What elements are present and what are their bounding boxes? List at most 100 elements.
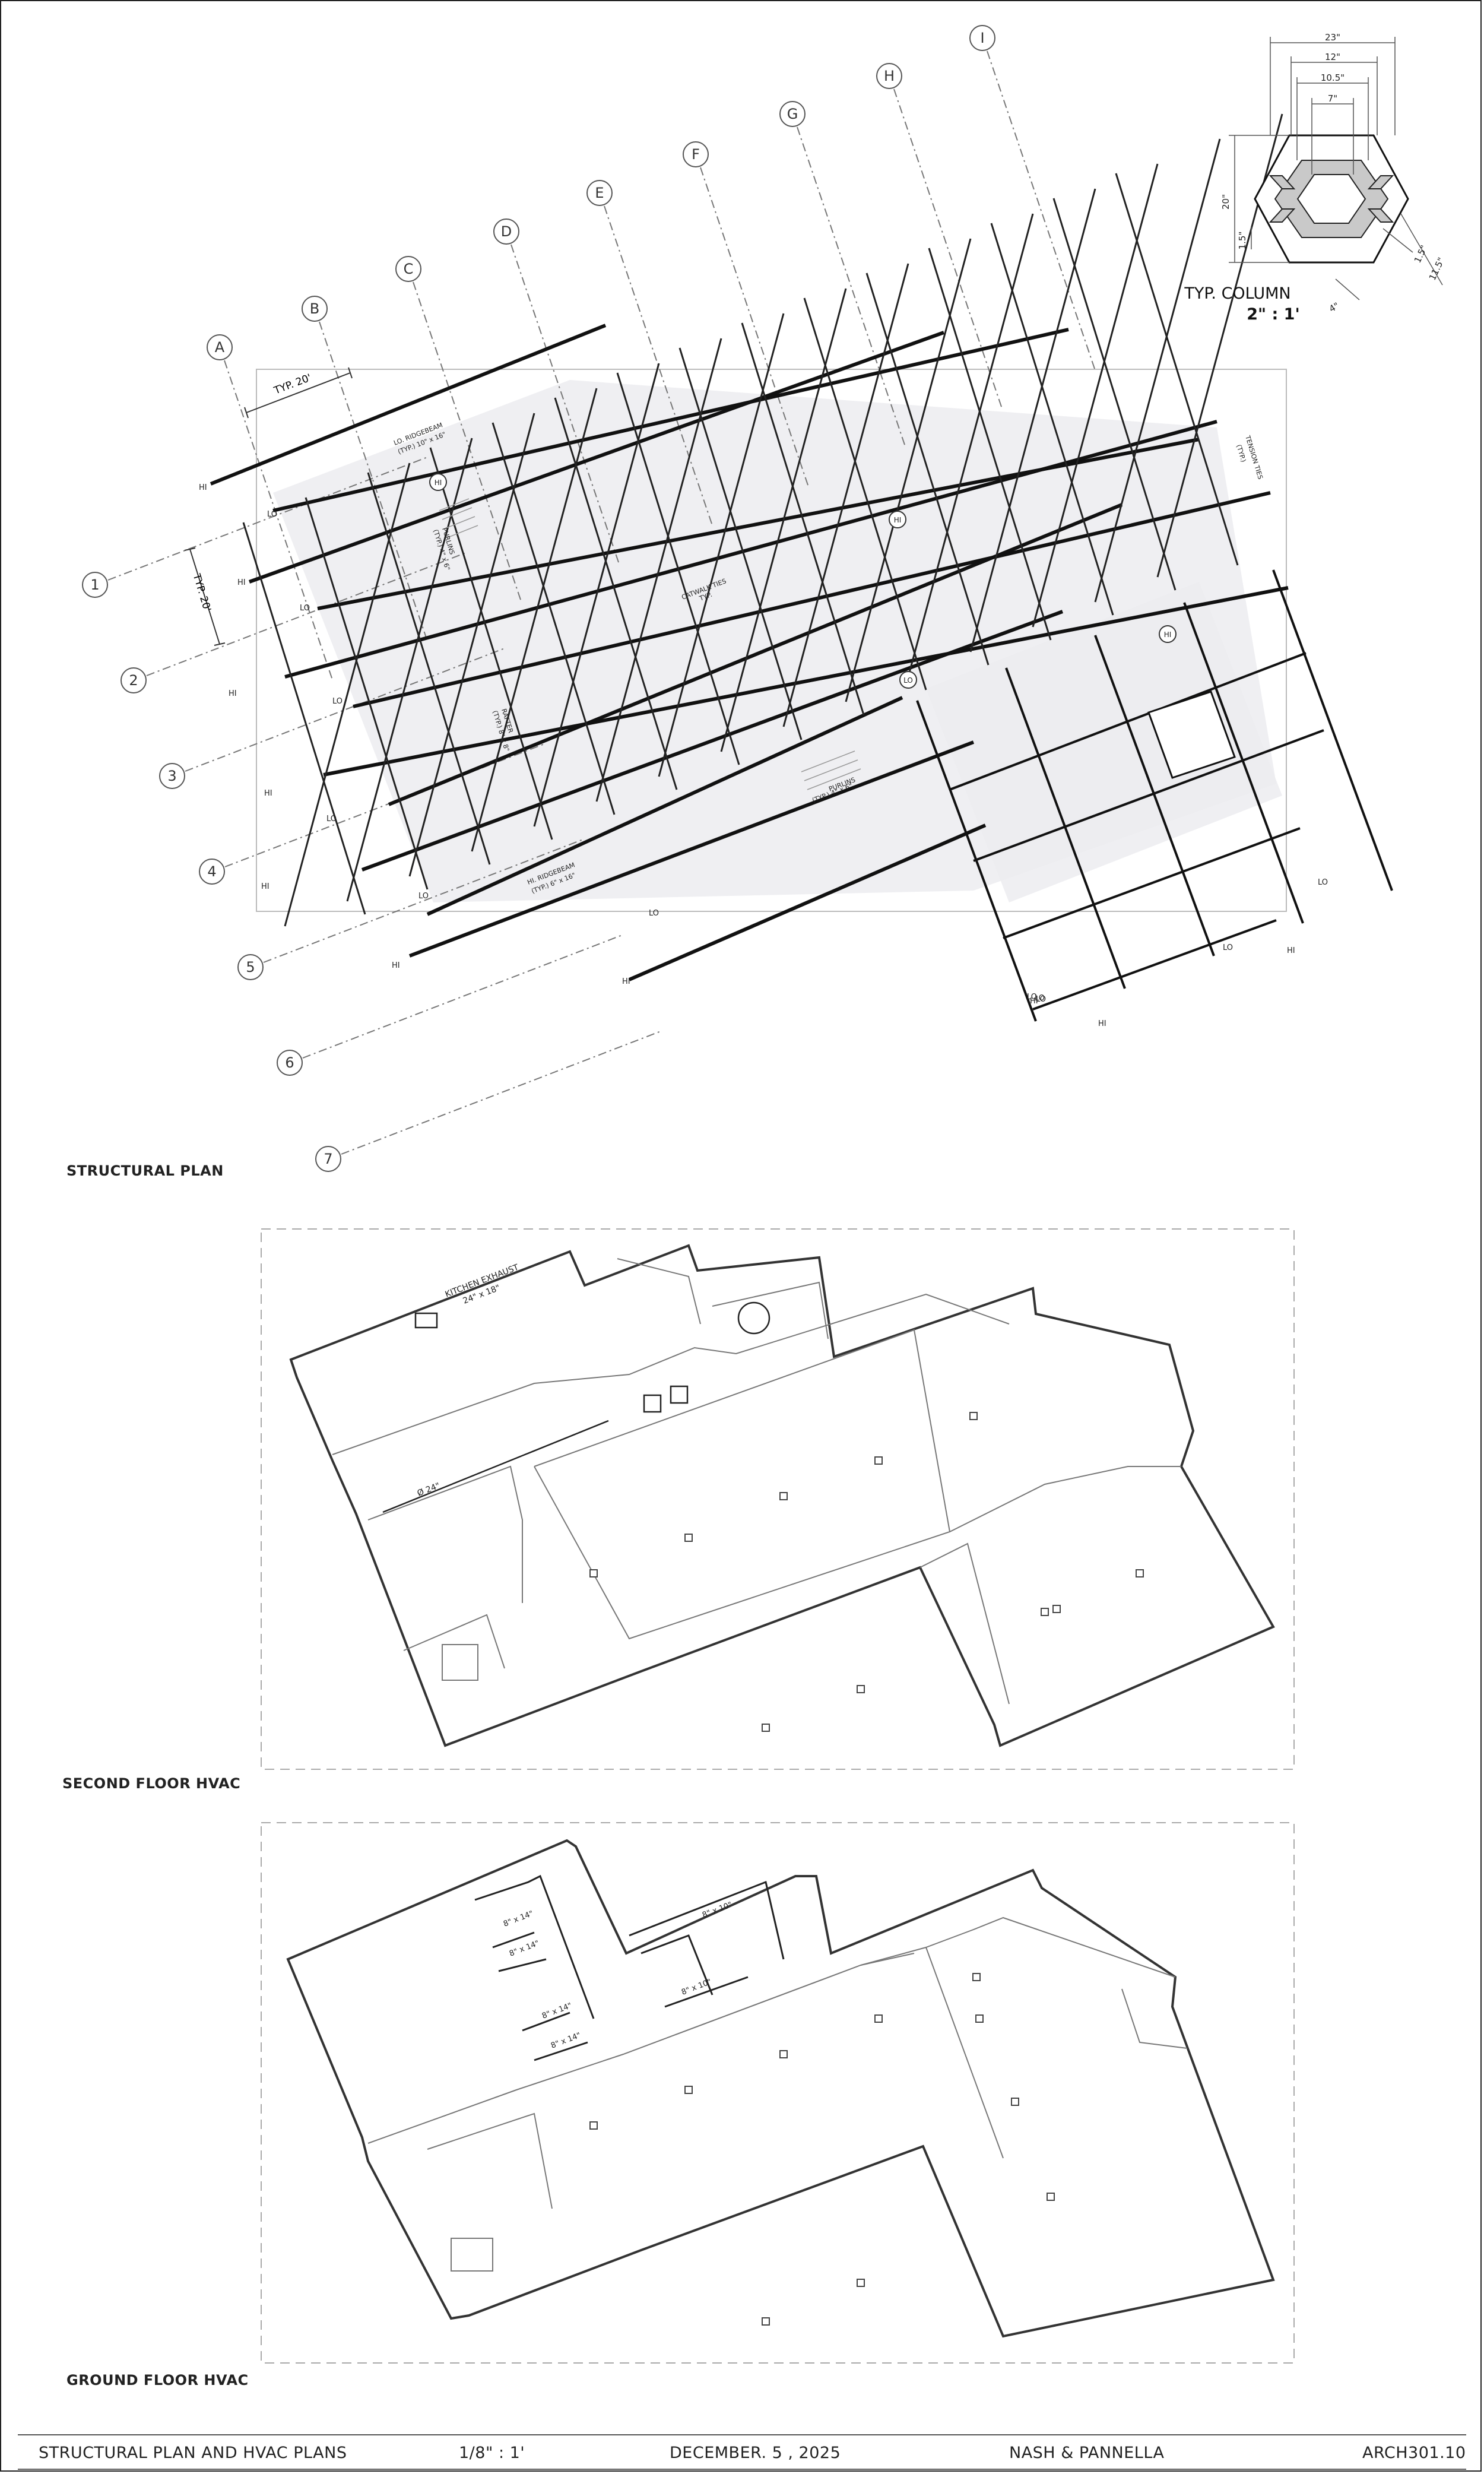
marker-lo: LO [1035, 994, 1045, 1003]
column-dot [857, 2279, 865, 2287]
sheet-number: ARCH301.10 [1362, 2444, 1466, 2462]
dim-7: 7" [1328, 93, 1337, 104]
wing-rafter-3 [1183, 602, 1304, 924]
grid-bubble-5: 5 [237, 954, 264, 980]
ground-floor-frame [261, 1822, 1295, 2364]
column-dot [589, 2121, 598, 2130]
rafter-down-5 [554, 397, 678, 790]
marker-hi: HI [622, 977, 630, 986]
dim-typ-horizontal: TYP. 20' [244, 367, 353, 419]
dim-4: 4" [1327, 300, 1341, 315]
site-boundary [256, 369, 1287, 912]
typ-column-detail: 23" 12" 10.5" 7" 20" 1.5" 1.5" 11.5" 4" … [1184, 32, 1447, 324]
grid-bubble-text: I [980, 30, 984, 46]
grid-line-5 [263, 839, 584, 963]
column-dot [762, 2317, 770, 2326]
marker-hi: HI [1098, 1019, 1106, 1028]
grid-bubble-c: C [395, 256, 421, 282]
grid-line-f [700, 167, 809, 487]
grid-bubble-text: G [787, 106, 798, 122]
dim-12: 12" [1325, 52, 1340, 62]
grid-bubble-text: 1 [90, 576, 99, 593]
dim-typ-vertical: TYP. 20' [184, 547, 226, 646]
grid-bubble-b: B [302, 296, 328, 322]
rafter-up-13 [1094, 138, 1221, 603]
grid-bubble-a: A [207, 334, 233, 360]
rafter-down-7 [678, 347, 803, 740]
rafter-down-2 [367, 472, 491, 865]
grid-bubble-d: D [493, 218, 519, 245]
rafter-down-9 [803, 297, 927, 690]
grid-line-c [413, 281, 522, 602]
grid-line-3 [185, 648, 505, 772]
second-floor-interior [332, 1258, 1181, 1705]
wing-framing [916, 569, 1393, 1022]
grid-line-7 [341, 1031, 661, 1155]
typ-column-scale: 2" : 1' [1247, 305, 1300, 324]
column-dot [857, 1685, 865, 1693]
typ-column-title: TYP. COLUMN [1184, 284, 1290, 303]
grid-bubble-4: 4 [199, 859, 225, 885]
svg-text:LO: LO [903, 676, 913, 685]
dim-typ-horizontal-text: TYP. 20' [272, 372, 313, 397]
grid-line-b [319, 321, 428, 642]
grid-bubble-text: A [215, 339, 225, 356]
rafters [242, 113, 1283, 927]
second-floor-plan: KITCHEN EXHAUST 24" x 18" Ø 24" [261, 1228, 1295, 1770]
grid-bubble-e: E [586, 180, 613, 206]
dim-23: 23" [1325, 32, 1340, 43]
column-dimension-lines [1229, 37, 1443, 300]
note-tension-ties-size: (TYP.) [1235, 444, 1247, 463]
wing-rafter-2 [1094, 635, 1215, 956]
column-dot [779, 1492, 788, 1500]
marker-lo: LO [1318, 878, 1328, 887]
grid-letter-lines [224, 50, 1096, 680]
rafter-down-1 [305, 497, 429, 890]
marker-hi: HI [1287, 946, 1295, 955]
beam-6 [323, 586, 1289, 777]
marker-hi: HI [261, 882, 269, 891]
grid-line-g [797, 126, 906, 447]
dim-11-5: 11.5" [1427, 256, 1447, 282]
beam-9 [426, 696, 903, 916]
grid-bubble-3: 3 [159, 763, 185, 789]
grid-line-h [893, 88, 1003, 409]
grid-number-lines [107, 457, 661, 1155]
marker-lo: LO [300, 604, 310, 613]
circle-marker-2: LO [899, 671, 917, 689]
beam-7 [388, 503, 1123, 806]
column-dot [589, 1569, 598, 1577]
marker-hi: HI [229, 689, 237, 698]
rafter-down-8 [741, 322, 865, 715]
wing-rafter-4 [1272, 569, 1393, 891]
beam-5 [353, 491, 1271, 708]
sheet-authors: NASH & PANNELLA [1009, 2444, 1165, 2462]
rafter-down-10 [865, 273, 990, 666]
grid-bubble-7: 7 [315, 1146, 341, 1172]
grid-bubble-text: 7 [324, 1151, 332, 1167]
grid-bubble-i: I [969, 25, 995, 51]
grid-bubble-g: G [779, 101, 806, 127]
roof-shading-wing [926, 582, 1282, 902]
title-block: STRUCTURAL PLAN AND HVAC PLANS 1/8" : 1'… [18, 2434, 1466, 2470]
rafter-down-6 [616, 372, 740, 765]
beam-0 [210, 324, 607, 486]
column-dot [1052, 1605, 1061, 1613]
marker-lo: LO [326, 815, 337, 823]
grid-bubble-text: 2 [129, 672, 138, 689]
rafter-down-0 [242, 522, 366, 915]
rafter-down-11 [928, 248, 1052, 641]
grid-bubble-text: H [884, 68, 895, 84]
dim-1-5: 1.5" [1237, 232, 1248, 250]
column-dot [972, 1973, 981, 1981]
marker-lo: LO [649, 909, 659, 918]
marker-hi: HI [237, 578, 246, 587]
wing-rafter-1 [1005, 667, 1126, 989]
wing-beam-1 [973, 729, 1324, 862]
grid-line-2 [146, 552, 467, 676]
marker-lo: LO [1027, 993, 1037, 1002]
